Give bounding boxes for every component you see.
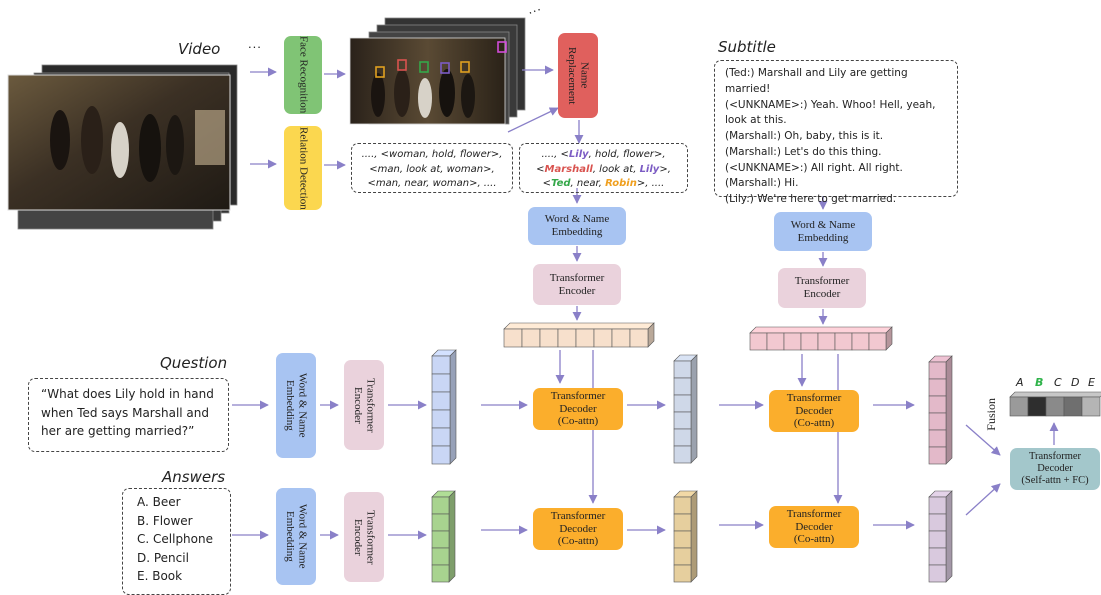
option-label-a: A [1016, 376, 1024, 389]
video-embedding-module: Word & Name Embedding [528, 207, 626, 245]
answer-option: B. Flower [137, 513, 193, 528]
subtitle-answer-output-vector [928, 490, 953, 583]
relation-raw-3: <man, near, woman>, .... [367, 178, 497, 189]
subtitle-answer-decoder: Transformer Decoder(Co-attn) [769, 506, 859, 548]
subtitle-line: (Marshall:) Let's do this thing. [725, 145, 882, 158]
answer-embedding-module: Word & Name Embedding [276, 488, 316, 585]
question-line: her are getting married?” [41, 424, 195, 439]
subtitle-box: (Ted:) Marshall and Lily are getting mar… [714, 60, 958, 205]
name-replacement-module: Name Replacement [558, 33, 598, 118]
subtitle-question-output-vector [928, 355, 953, 465]
ellipsis-video: ... [248, 36, 262, 51]
face-recognition-frames [349, 17, 526, 125]
relations-named-box: ...., <Lily, hold, flower>, <Marshall, l… [519, 143, 688, 193]
answer-encoder-module: Transformer Encoder [344, 492, 384, 582]
relation-detection-module: Relation Detection [284, 126, 322, 210]
question-line: when Ted says Marshall and [41, 405, 210, 420]
subtitle-question-decoder: Transformer Decoder(Co-attn) [769, 390, 859, 432]
video-encoder-module: Transformer Encoder [533, 264, 621, 305]
subtitle-line: (<UNKNAME>:) Yeah. Whoo! Hell, yeah, [725, 98, 936, 111]
video-frames [7, 64, 238, 230]
answer-score-cell [1027, 396, 1047, 417]
subtitle-line: (<UNKNAME>:) All right. All right. [725, 161, 903, 174]
option-label-c: C [1054, 376, 1062, 389]
answer-score-cell [1009, 396, 1029, 417]
answer-option: A. Beer [137, 495, 181, 509]
relation-raw-1: ...., <woman, hold, flower>, [361, 149, 503, 160]
final-decoder: Transformer Decoder(Self-attn + FC) [1010, 448, 1100, 490]
answers-label: Answers [162, 468, 226, 486]
question-encoded-vector [431, 349, 457, 465]
relations-raw-box: ...., <woman, hold, flower>, <man, look … [351, 143, 513, 193]
question-line: “What does Lily hold in hand [41, 387, 214, 401]
subtitle-embedding-module: Word & Name Embedding [774, 212, 872, 251]
option-label-b: B [1035, 376, 1044, 389]
question-embedding-module: Word & Name Embedding [276, 353, 316, 458]
answers-box: A. Beer B. Flower C. Cellphone D. Pencil… [122, 488, 231, 595]
video-encoded-vector [503, 322, 655, 348]
relation-named-1: ...., <Lily, hold, flower>, [541, 149, 666, 160]
video-question-decoder: Transformer Decoder(Co-attn) [533, 388, 623, 430]
video-answer-decoder: Transformer Decoder(Co-attn) [533, 508, 623, 550]
subtitle-line: married! [725, 82, 771, 95]
subtitle-line: (Ted:) Marshall and Lily are getting [725, 67, 908, 79]
relation-named-2: <Marshall, look at, Lily>, [536, 163, 671, 175]
subtitle-line: (Marshall:) Oh, baby, this is it. [725, 130, 884, 142]
answer-encoded-vector [431, 490, 456, 583]
fusion-label: Fusion [984, 398, 998, 431]
answer-option: D. Pencil [137, 550, 189, 565]
subtitle-encoded-vector [749, 326, 893, 351]
option-label-e: E [1088, 376, 1095, 389]
question-encoder-module: Transformer Encoder [344, 360, 384, 450]
answer-score-cell [1045, 396, 1065, 417]
relation-named-3: <Ted, near, Robin>, .... [542, 178, 665, 189]
question-box: “What does Lily hold in hand when Ted sa… [28, 378, 229, 452]
option-label-d: D [1071, 376, 1080, 389]
question-label: Question [160, 354, 228, 372]
video-label: Video [178, 40, 221, 58]
answer-score-cell [1063, 396, 1083, 417]
answer-score-bar [1009, 391, 1101, 417]
subtitle-line: (Marshall:) Hi. [725, 177, 799, 190]
subtitle-encoder-module: Transformer Encoder [778, 268, 866, 308]
answer-score-cell [1081, 396, 1101, 417]
relation-raw-2: <man, look at, woman>, [369, 163, 495, 175]
face-recognition-module: Face Recognition [284, 36, 322, 114]
subtitle-line: look at this. [725, 114, 787, 127]
arrows [232, 65, 1059, 540]
answer-option: C. Cellphone [137, 532, 213, 547]
subtitle-line: (Lily:) We're here to get married. [725, 193, 897, 205]
video-answer-output-vector [673, 490, 698, 583]
video-question-output-vector [673, 354, 698, 464]
feature-vectors [431, 322, 1101, 583]
answer-option: E. Book [137, 569, 183, 584]
subtitle-label: Subtitle [718, 38, 776, 56]
